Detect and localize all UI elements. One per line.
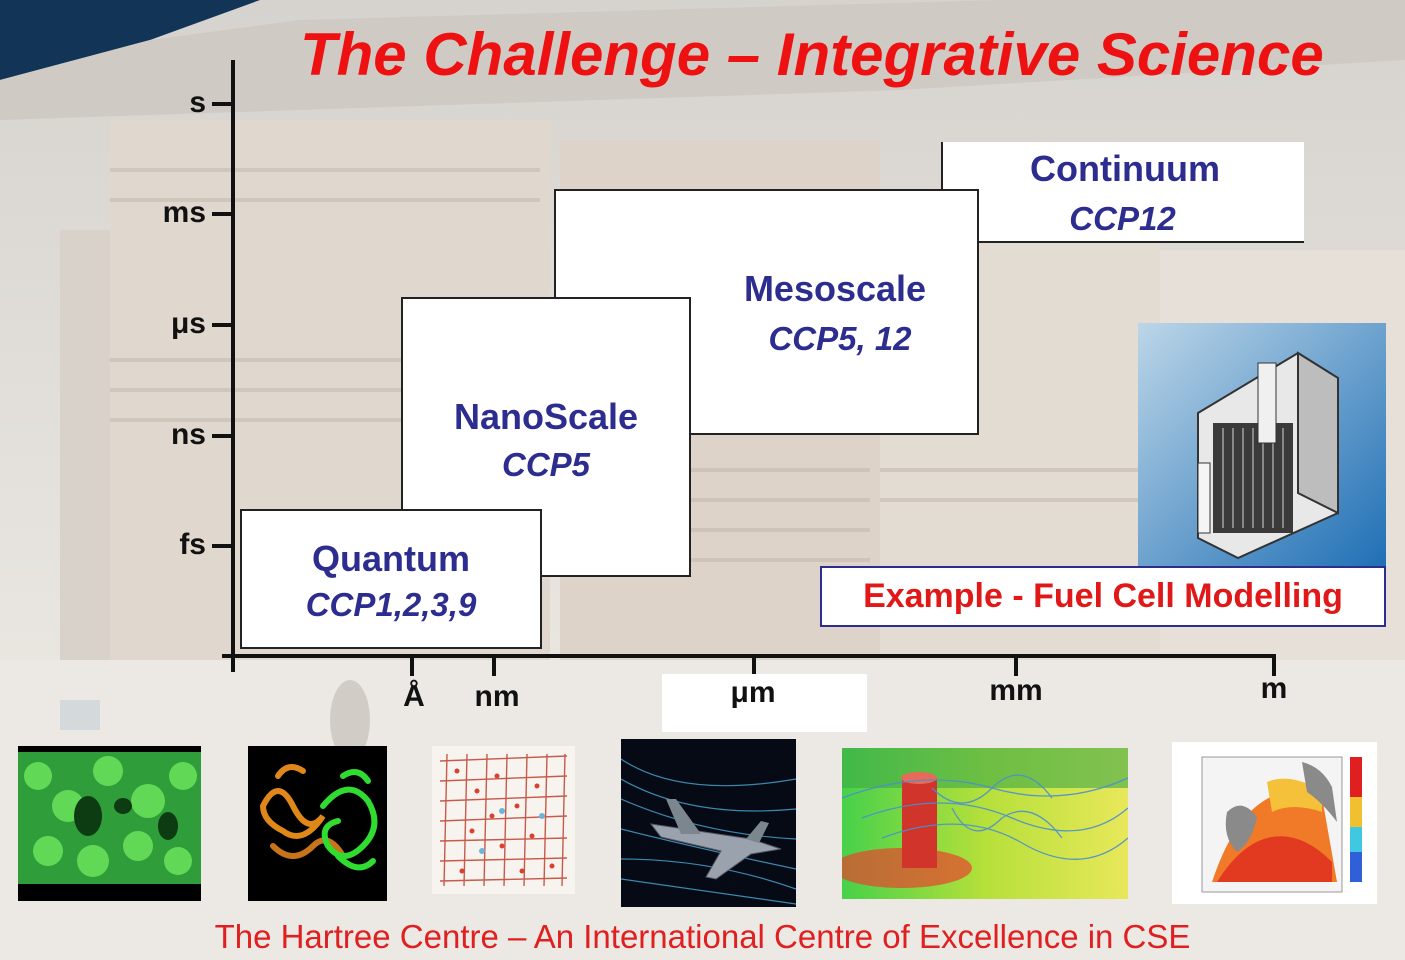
time-label-ns: ns (170, 418, 206, 451)
time-label-us: μs (170, 307, 206, 340)
mesoscale-label: Mesoscale (743, 268, 927, 309)
time-label-s: s (189, 86, 206, 119)
sea-temperature-map-image (1172, 742, 1377, 904)
quantum-code: CCP1,2,3,9 (305, 586, 477, 623)
length-label-um: μm (730, 676, 776, 709)
nanoscale-label: NanoScale (453, 396, 639, 437)
quantum-box (240, 509, 542, 649)
length-label-mm: mm (989, 674, 1043, 707)
footer-caption: The Hartree Centre – An International Ce… (214, 918, 1191, 955)
aircraft-flow-image (621, 739, 796, 907)
continuum-label: Continuum (1030, 148, 1220, 189)
time-label-ms: ms (162, 196, 206, 229)
um-label-backdrop (662, 674, 867, 732)
continuum-code: CCP12 (1069, 200, 1176, 237)
quantum-label: Quantum (312, 538, 470, 579)
mesoscale-code: CCP5, 12 (768, 320, 912, 357)
length-label-m: m (1260, 672, 1288, 705)
page-title: The Challenge – Integrative Science (300, 21, 1324, 88)
nanoscale-code: CCP5 (501, 446, 591, 483)
continuum-region (942, 142, 1304, 242)
example-fuel-cell-label: Example - Fuel Cell Modelling (820, 566, 1386, 627)
time-label-fs: fs (179, 528, 206, 561)
molecular-lattice-image (18, 746, 201, 901)
protein-structure-image (248, 746, 387, 901)
length-label-angstrom: Å (403, 680, 425, 713)
length-label-nm: nm (474, 680, 520, 713)
fluid-flow-simulation-image (842, 748, 1128, 899)
atomic-grid-image (432, 746, 575, 894)
fuel-cell-cutaway-icon (1138, 323, 1386, 567)
